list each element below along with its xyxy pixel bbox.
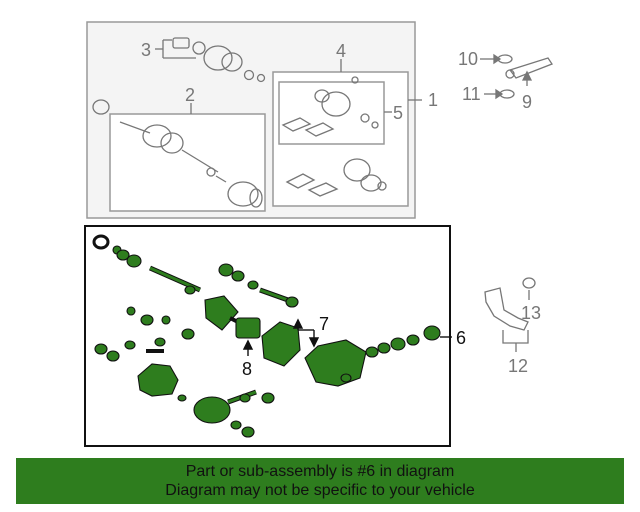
part-4-drawing	[285, 158, 387, 197]
callout-13: 13	[521, 303, 541, 323]
callout-10: 10	[458, 49, 478, 69]
callout-2: 2	[185, 85, 195, 105]
part-9-drawing	[505, 57, 553, 79]
callout-3: 3	[141, 40, 151, 60]
part-3-drawing	[172, 37, 266, 83]
bracket-9-group	[480, 53, 553, 100]
assembly-frame-2	[109, 113, 266, 212]
assembly-frame-5	[278, 81, 385, 145]
part-5-drawing	[281, 76, 379, 137]
part-13-drawing	[522, 277, 536, 289]
callout-9: 9	[522, 92, 532, 112]
callout-12: 12	[508, 356, 528, 376]
differential-assembly-group	[84, 225, 452, 447]
callout-6: 6	[456, 328, 466, 348]
mount-bracket-group	[484, 277, 536, 352]
upper-leaders	[155, 39, 422, 114]
highlighted-parts	[92, 234, 441, 438]
inner-leaders	[242, 318, 320, 356]
part-12-drawing	[484, 287, 529, 331]
banner-line-1: Part or sub-assembly is #6 in diagram	[185, 463, 455, 480]
callout-11: 11	[462, 84, 481, 104]
callout-8: 8	[242, 359, 252, 379]
callout-1: 1	[428, 90, 438, 110]
callout-5: 5	[393, 103, 403, 123]
callout-7: 7	[319, 314, 329, 334]
part-2-drawing	[92, 99, 263, 208]
callout-4: 4	[336, 41, 346, 61]
banner-line-2: Diagram may not be specific to your vehi…	[165, 482, 475, 499]
drive-shaft-assembly-group	[86, 21, 422, 219]
info-banner: Part or sub-assembly is #6 in diagram Di…	[16, 458, 624, 504]
